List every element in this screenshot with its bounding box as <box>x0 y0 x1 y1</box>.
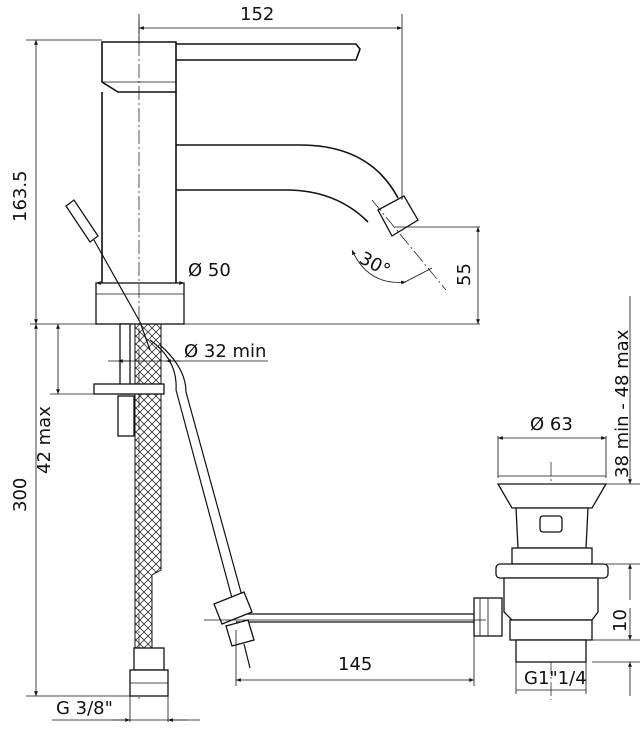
dim-55: 55 <box>454 263 475 286</box>
faucet-body <box>30 41 480 325</box>
dimension-lines <box>26 14 640 722</box>
mounting-stud <box>93 323 165 437</box>
pop-up-waste <box>473 462 609 700</box>
dim-145: 145 <box>338 654 372 675</box>
dim-angle-30: 30° <box>356 248 394 282</box>
dim-300: 300 <box>10 478 31 512</box>
dim-thread-g38: G 3/8" <box>56 698 113 719</box>
linkage-rod <box>204 591 486 669</box>
dim-10: 10 <box>610 609 631 632</box>
dim-thread-g114: G1"1/4 <box>524 668 587 689</box>
flexible-hose <box>129 323 169 697</box>
dim-dia-63: Ø 63 <box>530 414 573 435</box>
dim-42-max: 42 max <box>34 406 55 474</box>
dim-dia-50: Ø 50 <box>188 260 231 281</box>
dim-163-5: 163.5 <box>10 170 31 222</box>
dim-dia-32-min: Ø 32 min <box>184 341 266 362</box>
dim-152: 152 <box>240 4 274 25</box>
dim-38-48: 38 min - 48 max <box>612 329 633 478</box>
